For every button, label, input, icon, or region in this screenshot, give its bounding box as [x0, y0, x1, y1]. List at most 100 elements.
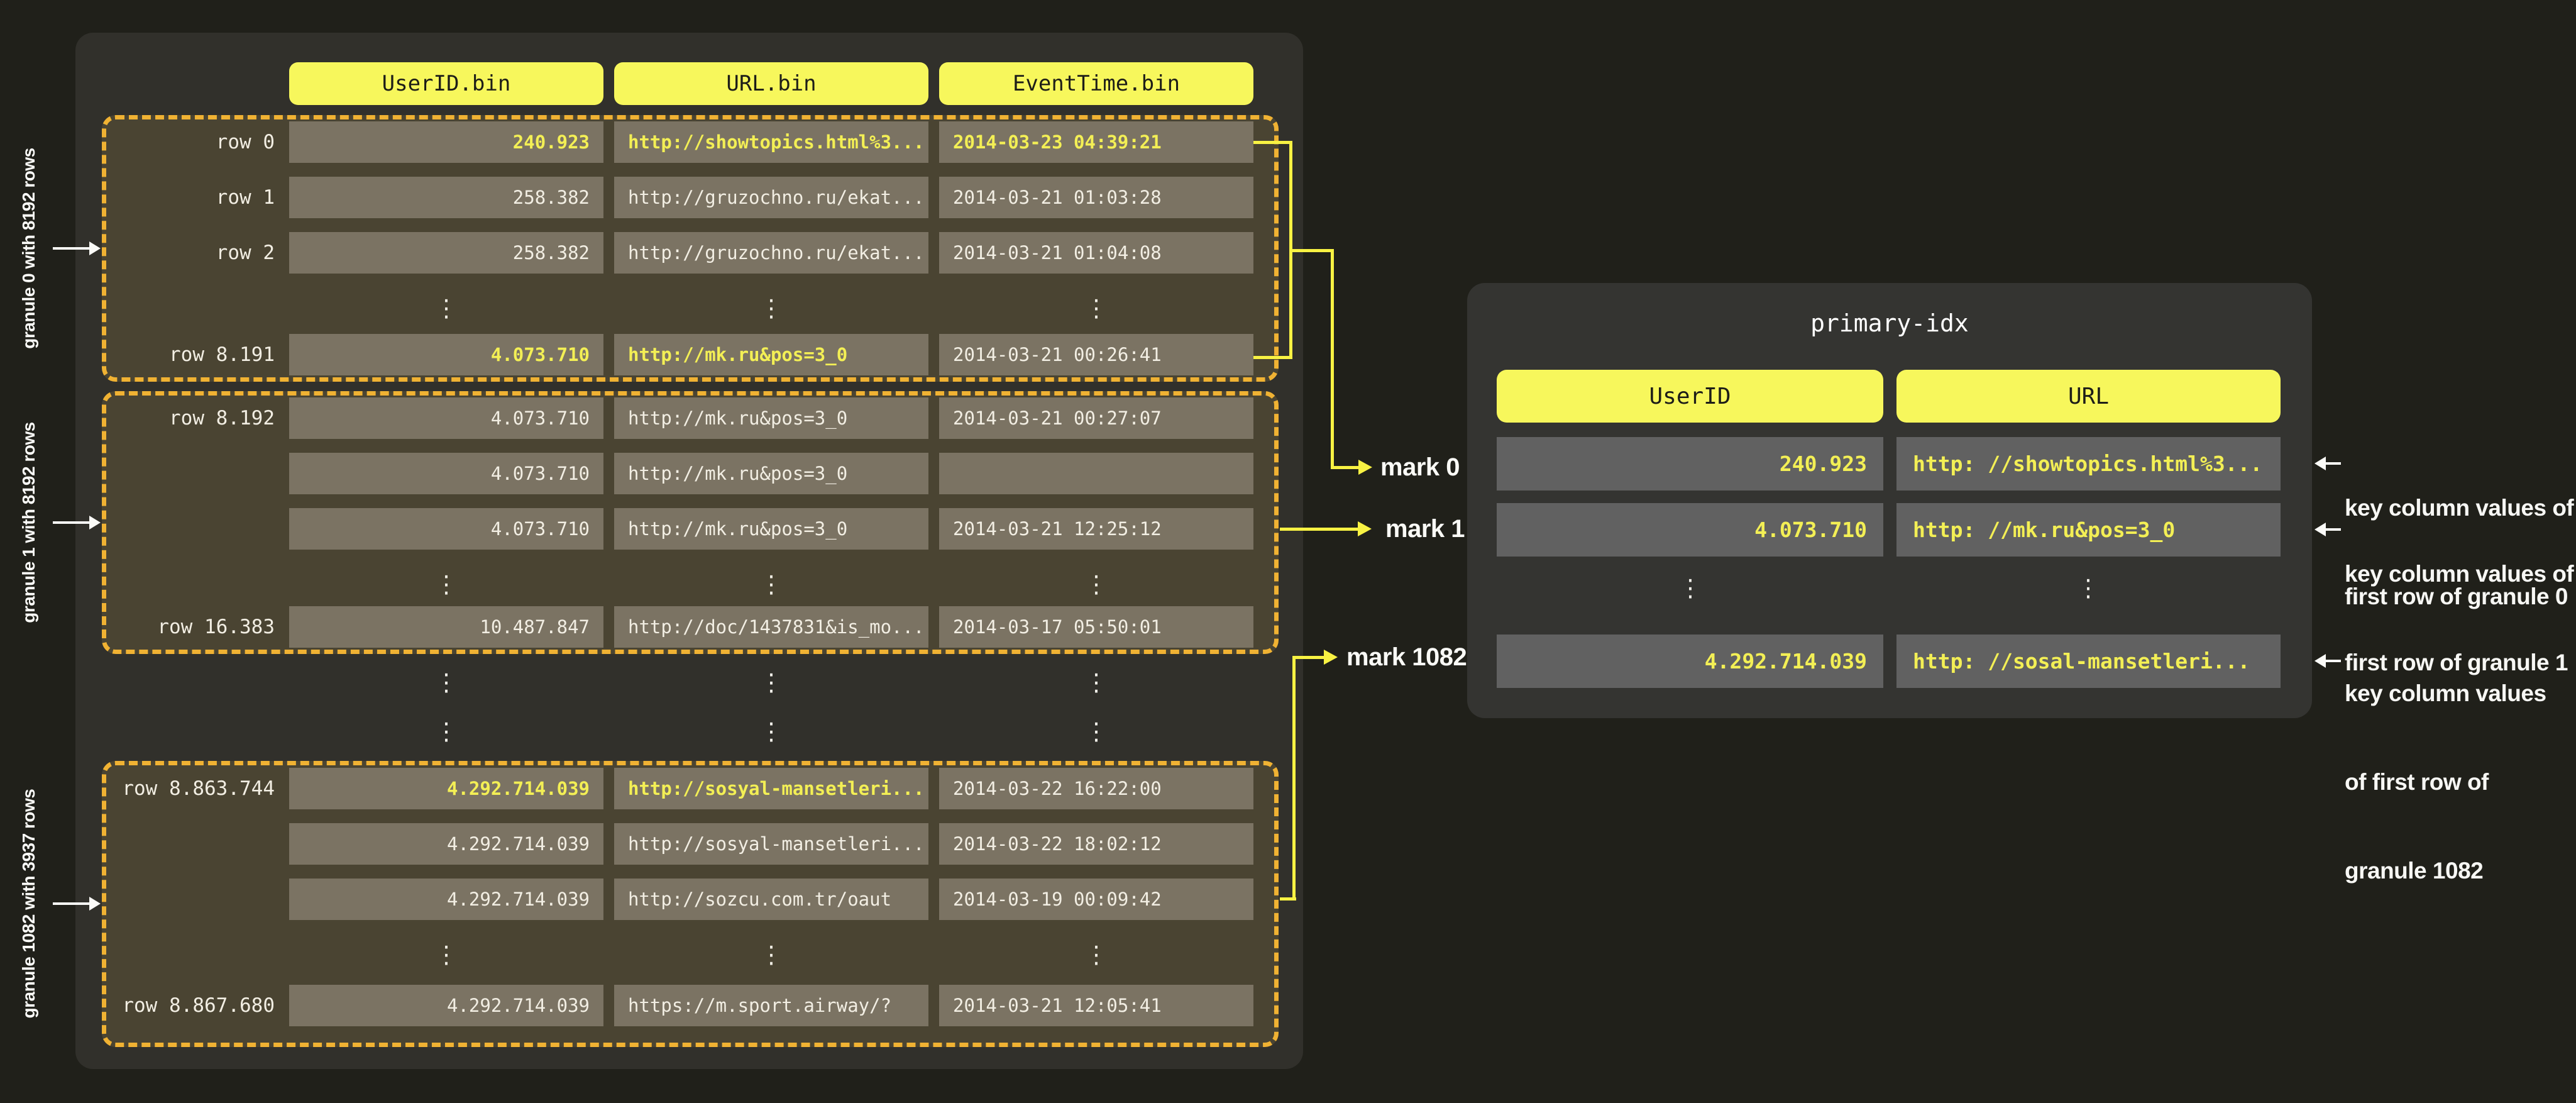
url-cell: http://sosyal-mansetleri... [614, 823, 928, 865]
row-label: row 8.863.744 [122, 777, 275, 800]
userid-cell: 4.292.714.039 [289, 823, 603, 865]
userid-cell: 4.292.714.039 [289, 985, 603, 1026]
annotation-line: key column values of [2345, 495, 2574, 521]
table-row: 4.073.710 http://mk.ru&pos=3_0 [106, 453, 1274, 494]
url-cell: http://mk.ru&pos=3_0 [614, 397, 928, 439]
mark1082-arrowhead-icon [1324, 650, 1338, 665]
table-row: row 8.191 4.073.710 http://mk.ru&pos=3_0… [106, 334, 1274, 375]
mark1082-connector-line [1292, 656, 1325, 659]
annotation-line: key column values [2345, 680, 2546, 706]
mark0-bracket-top-line [1253, 141, 1292, 144]
url-cell: http://mk.ru&pos=3_0 [614, 453, 928, 494]
column-header-userid-bin: UserID.bin [289, 62, 603, 105]
ellipsis-glyph: ⋮ [759, 294, 783, 322]
index-userid-cell: 4.073.710 [1497, 503, 1883, 557]
index-userid-cell: 4.292.714.039 [1497, 635, 1883, 688]
eventtime-cell-empty [939, 453, 1253, 494]
annotation-line: first row of granule 1 [2345, 650, 2568, 675]
userid-cell: 4.073.710 [289, 334, 603, 375]
annotation-2-arrow-line [2325, 660, 2341, 662]
mark0-arrowhead-icon [1358, 460, 1372, 475]
ellipsis-glyph: ⋮ [1084, 570, 1108, 598]
userid-cell: 258.382 [289, 232, 603, 274]
eventtime-cell: 2014-03-21 12:25:12 [939, 508, 1253, 550]
mark1-arrowhead-icon [1358, 521, 1372, 536]
table-row: row 16.383 10.487.847 http://doc/1437831… [106, 606, 1274, 648]
userid-cell: 4.073.710 [289, 508, 603, 550]
row-label: row 2 [216, 241, 275, 264]
primary-index-panel: primary-idx UserID URL 240.923 http: //s… [1467, 283, 2312, 718]
ellipsis-glyph: ⋮ [2076, 574, 2100, 602]
eventtime-cell: 2014-03-21 00:26:41 [939, 334, 1253, 375]
column-header-url-bin: URL.bin [614, 62, 928, 105]
mark1082-connector-line [1292, 656, 1296, 901]
url-cell: http://doc/1437831&is_mo... [614, 606, 928, 648]
table-row: 4.292.714.039 http://sosyal-mansetleri..… [106, 823, 1274, 865]
index-url-cell: http: //showtopics.html%3... [1896, 437, 2281, 491]
index-header-url: URL [1896, 370, 2281, 423]
ellipsis-glyph: ⋮ [1084, 718, 1108, 745]
ellipsis-row: ⋮ ⋮ ⋮ [106, 563, 1274, 605]
ellipsis-glyph: ⋮ [1084, 941, 1108, 968]
row-label: row 0 [216, 131, 275, 153]
row-label: row 8.191 [169, 343, 275, 366]
eventtime-cell: 2014-03-17 05:50:01 [939, 606, 1253, 648]
eventtime-cell: 2014-03-21 12:05:41 [939, 985, 1253, 1026]
ellipsis-glyph: ⋮ [434, 718, 458, 745]
table-row: 4.073.710 http://mk.ru&pos=3_0 2014-03-2… [106, 508, 1274, 550]
annotation-granule-0: key column values of first row of granul… [2345, 434, 2574, 670]
url-cell: http://showtopics.html%3... [614, 121, 928, 163]
table-row: row 8.867.680 4.292.714.039 https://m.sp… [106, 985, 1274, 1026]
eventtime-cell: 2014-03-22 16:22:00 [939, 768, 1253, 809]
annotation-1-arrowhead-icon [2315, 523, 2326, 536]
userid-cell: 4.292.714.039 [289, 768, 603, 809]
userid-cell: 10.487.847 [289, 606, 603, 648]
index-userid-cell: 240.923 [1497, 437, 1883, 491]
row-label: row 1 [216, 186, 275, 209]
table-row: 4.292.714.039 http://sozcu.com.tr/oaut 2… [106, 879, 1274, 920]
row-label [106, 879, 275, 920]
granule-0-pointer-arrowhead-icon [89, 241, 101, 255]
ellipsis-glyph: ⋮ [1084, 294, 1108, 322]
granule-1-side-label: granule 1 with 8192 rows [19, 422, 38, 623]
granule-1082-box: row 8.863.744 4.292.714.039 http://sosya… [102, 761, 1279, 1047]
granule-1-pointer-line [53, 521, 91, 524]
column-header-eventtime-bin: EventTime.bin [939, 62, 1253, 105]
mark0-bracket-bottom-line [1253, 356, 1292, 359]
row-label [106, 823, 275, 865]
granule-1082-pointer-line [53, 902, 91, 905]
eventtime-cell: 2014-03-21 01:03:28 [939, 177, 1253, 218]
url-cell: http://sosyal-mansetleri... [614, 768, 928, 809]
ellipsis-row: ⋮ ⋮ ⋮ [106, 934, 1274, 975]
userid-cell: 4.073.710 [289, 453, 603, 494]
userid-cell: 240.923 [289, 121, 603, 163]
annotation-2-arrowhead-icon [2315, 654, 2326, 668]
annotation-line: key column values of [2345, 561, 2574, 587]
bin-files-panel: UserID.bin URL.bin EventTime.bin row 0 2… [75, 33, 1303, 1069]
url-cell: https://m.sport.airway/? [614, 985, 928, 1026]
granule-0-pointer-line [53, 247, 91, 250]
annotation-granule-1082: key column values of first row of granul… [2345, 619, 2546, 945]
userid-cell: 258.382 [289, 177, 603, 218]
row-label [106, 453, 275, 494]
eventtime-cell: 2014-03-22 18:02:12 [939, 823, 1253, 865]
userid-cell: 4.292.714.039 [289, 879, 603, 920]
table-row: row 2 258.382 http://gruzochno.ru/ekat..… [106, 232, 1274, 274]
mark1082-connector-line [1280, 897, 1296, 901]
index-url-cell: http: //mk.ru&pos=3_0 [1896, 503, 2281, 557]
ellipsis-glyph: ⋮ [759, 570, 783, 598]
annotation-0-arrowhead-icon [2315, 457, 2326, 470]
eventtime-cell: 2014-03-23 04:39:21 [939, 121, 1253, 163]
url-cell: http://gruzochno.ru/ekat... [614, 232, 928, 274]
mark-1082-label: mark 1082 [1346, 643, 1467, 671]
ellipsis-glyph: ⋮ [1084, 668, 1108, 696]
ellipsis-glyph: ⋮ [1678, 574, 1702, 602]
annotation-1-arrow-line [2325, 528, 2341, 531]
ellipsis-glyph: ⋮ [434, 294, 458, 322]
annotation-line: first row of granule 0 [2345, 584, 2568, 609]
table-row: row 8.863.744 4.292.714.039 http://sosya… [106, 768, 1274, 809]
granule-1-box: row 8.192 4.073.710 http://mk.ru&pos=3_0… [102, 391, 1279, 654]
ellipsis-glyph: ⋮ [434, 668, 458, 696]
url-cell: http://sozcu.com.tr/oaut [614, 879, 928, 920]
